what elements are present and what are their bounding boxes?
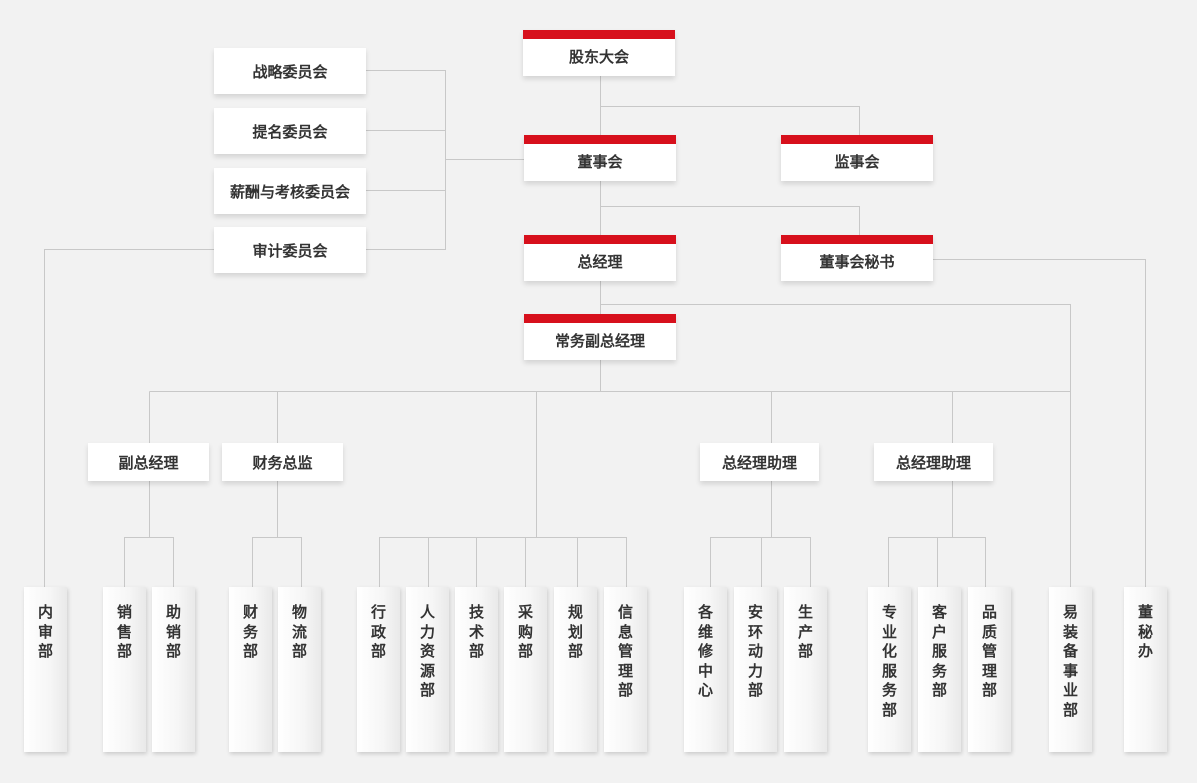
- audit-committee-label: 审计委员会: [252, 242, 328, 260]
- dept-equipment-business: 易装备事业部: [1049, 587, 1092, 752]
- gm-assistant-box-2: 总经理助理: [874, 443, 993, 481]
- dept-production: 生产部: [784, 587, 827, 752]
- shareholders-meeting-label: 股东大会: [568, 48, 629, 66]
- dept-professional-services: 专业化服务部: [868, 587, 911, 752]
- dept-maintenance-label: 各维修中心: [697, 604, 713, 699]
- dept-sales-support: 助销部: [152, 587, 195, 752]
- board-secretary-label: 董事会秘书: [819, 253, 895, 271]
- dept-finance: 财务部: [229, 587, 272, 752]
- gm-assistant-box-1: 总经理助理: [700, 443, 819, 481]
- dept-internal-audit-label: 内审部: [37, 604, 53, 660]
- dept-equipment-business-label: 易装备事业部: [1062, 604, 1078, 719]
- dept-secretary-office: 董秘办: [1124, 587, 1167, 752]
- dept-ehs: 安环动力部: [734, 587, 777, 752]
- dept-secretary-office-label: 董秘办: [1137, 604, 1153, 660]
- general-manager-box: 总经理: [524, 235, 676, 281]
- general-manager-label: 总经理: [577, 253, 623, 271]
- dept-it-label: 信息管理部: [617, 604, 633, 699]
- gm-assistant-label-2: 总经理助理: [895, 454, 971, 472]
- supervisory-board-box: 监事会: [781, 135, 933, 181]
- deputy-gm-label: 副总经理: [118, 454, 179, 472]
- compensation-committee-label: 薪酬与考核委员会: [229, 183, 350, 201]
- gm-assistant-label-1: 总经理助理: [721, 454, 797, 472]
- dept-tech: 技术部: [455, 587, 498, 752]
- dept-purchasing-label: 采购部: [517, 604, 533, 660]
- cfo-box: 财务总监: [222, 443, 343, 481]
- nomination-committee-box: 提名委员会: [214, 108, 366, 154]
- executive-vice-gm-label: 常务副总经理: [554, 332, 645, 350]
- dept-hr-label: 人力资源部: [419, 604, 435, 699]
- dept-finance-label: 财务部: [242, 604, 258, 660]
- dept-logistics-label: 物流部: [291, 604, 307, 660]
- shareholders-meeting-box: 股东大会: [523, 30, 675, 76]
- dept-planning-label: 规划部: [567, 604, 583, 660]
- dept-sales-support-label: 助销部: [165, 604, 181, 660]
- dept-quality: 品质管理部: [968, 587, 1011, 752]
- dept-ehs-label: 安环动力部: [747, 604, 763, 699]
- dept-hr: 人力资源部: [406, 587, 449, 752]
- audit-committee-box: 审计委员会: [214, 227, 366, 273]
- dept-internal-audit: 内审部: [24, 587, 67, 752]
- dept-sales: 销售部: [103, 587, 146, 752]
- dept-quality-label: 品质管理部: [981, 604, 997, 699]
- dept-tech-label: 技术部: [468, 604, 484, 660]
- board-secretary-box: 董事会秘书: [781, 235, 933, 281]
- cfo-label: 财务总监: [252, 454, 313, 472]
- executive-vice-gm-box: 常务副总经理: [524, 314, 676, 360]
- dept-production-label: 生产部: [797, 604, 813, 660]
- nomination-committee-label: 提名委员会: [252, 123, 328, 141]
- dept-logistics: 物流部: [278, 587, 321, 752]
- dept-maintenance: 各维修中心: [684, 587, 727, 752]
- strategy-committee-label: 战略委员会: [252, 63, 328, 81]
- compensation-committee-box: 薪酬与考核委员会: [214, 168, 366, 214]
- dept-planning: 规划部: [554, 587, 597, 752]
- board-of-directors-box: 董事会: [524, 135, 676, 181]
- dept-customer-service: 客户服务部: [918, 587, 961, 752]
- strategy-committee-box: 战略委员会: [214, 48, 366, 94]
- dept-purchasing: 采购部: [504, 587, 547, 752]
- deputy-gm-box: 副总经理: [88, 443, 209, 481]
- dept-it: 信息管理部: [604, 587, 647, 752]
- dept-sales-label: 销售部: [116, 604, 132, 660]
- dept-customer-service-label: 客户服务部: [931, 604, 947, 699]
- supervisory-board-label: 监事会: [834, 153, 880, 171]
- board-of-directors-label: 董事会: [577, 153, 623, 171]
- dept-admin-label: 行政部: [370, 604, 386, 660]
- dept-admin: 行政部: [357, 587, 400, 752]
- dept-professional-services-label: 专业化服务部: [881, 604, 897, 719]
